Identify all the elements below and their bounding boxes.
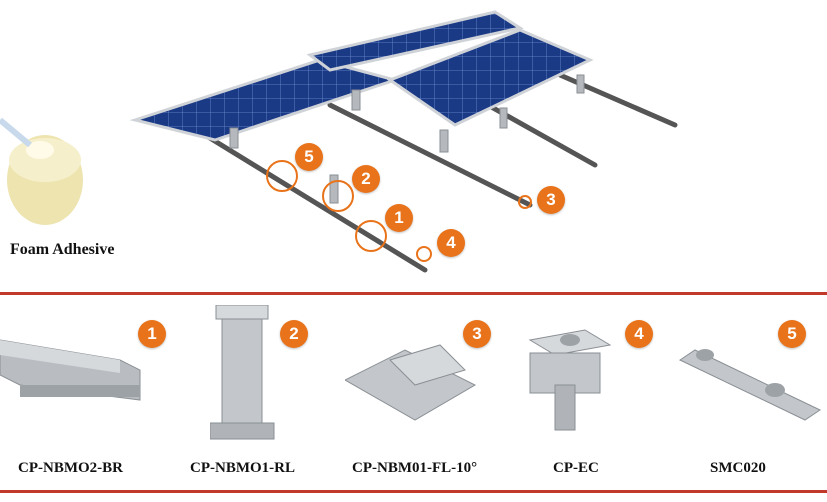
product-badge-2: 2 bbox=[280, 320, 308, 348]
product-name-2: CP-NBMO1-RL bbox=[190, 460, 295, 476]
bottom-divider bbox=[0, 490, 827, 493]
riser-leg-part-image bbox=[210, 305, 275, 440]
callout-circle-3 bbox=[518, 195, 532, 209]
product-name-5: SMC020 bbox=[710, 460, 766, 476]
solar-panels bbox=[129, 10, 594, 142]
splice-part-image bbox=[678, 349, 822, 421]
product-badge-3: 3 bbox=[463, 320, 491, 348]
callout-badge-2: 2 bbox=[352, 165, 380, 193]
callout-badge-1: 1 bbox=[385, 204, 413, 232]
product-name-4: CP-EC bbox=[553, 460, 599, 476]
product-badge-5: 5 bbox=[778, 320, 806, 348]
callout-badge-5: 5 bbox=[295, 143, 323, 171]
callout-badge-4: 4 bbox=[437, 229, 465, 257]
rail-part-image bbox=[0, 339, 141, 401]
product-badge-1: 1 bbox=[138, 320, 166, 348]
product-name-3: CP-NBM01-FL-10° bbox=[352, 460, 478, 476]
product-name-1: CP-NBMO2-BR bbox=[18, 460, 123, 476]
callout-circle-2 bbox=[322, 180, 354, 212]
callout-circle-5 bbox=[266, 160, 298, 192]
callout-circle-4 bbox=[416, 246, 432, 262]
callout-circle-1 bbox=[355, 220, 387, 252]
solar-array-illustration bbox=[0, 10, 678, 273]
foam-adhesive-label: Foam Adhesive bbox=[10, 241, 115, 258]
end-clamp-part-image bbox=[528, 329, 612, 431]
top-divider bbox=[0, 292, 827, 295]
callout-badge-3: 3 bbox=[537, 186, 565, 214]
foam-adhesive-image bbox=[0, 117, 83, 225]
front-leg-part-image bbox=[345, 344, 477, 421]
product-badge-4: 4 bbox=[625, 320, 653, 348]
